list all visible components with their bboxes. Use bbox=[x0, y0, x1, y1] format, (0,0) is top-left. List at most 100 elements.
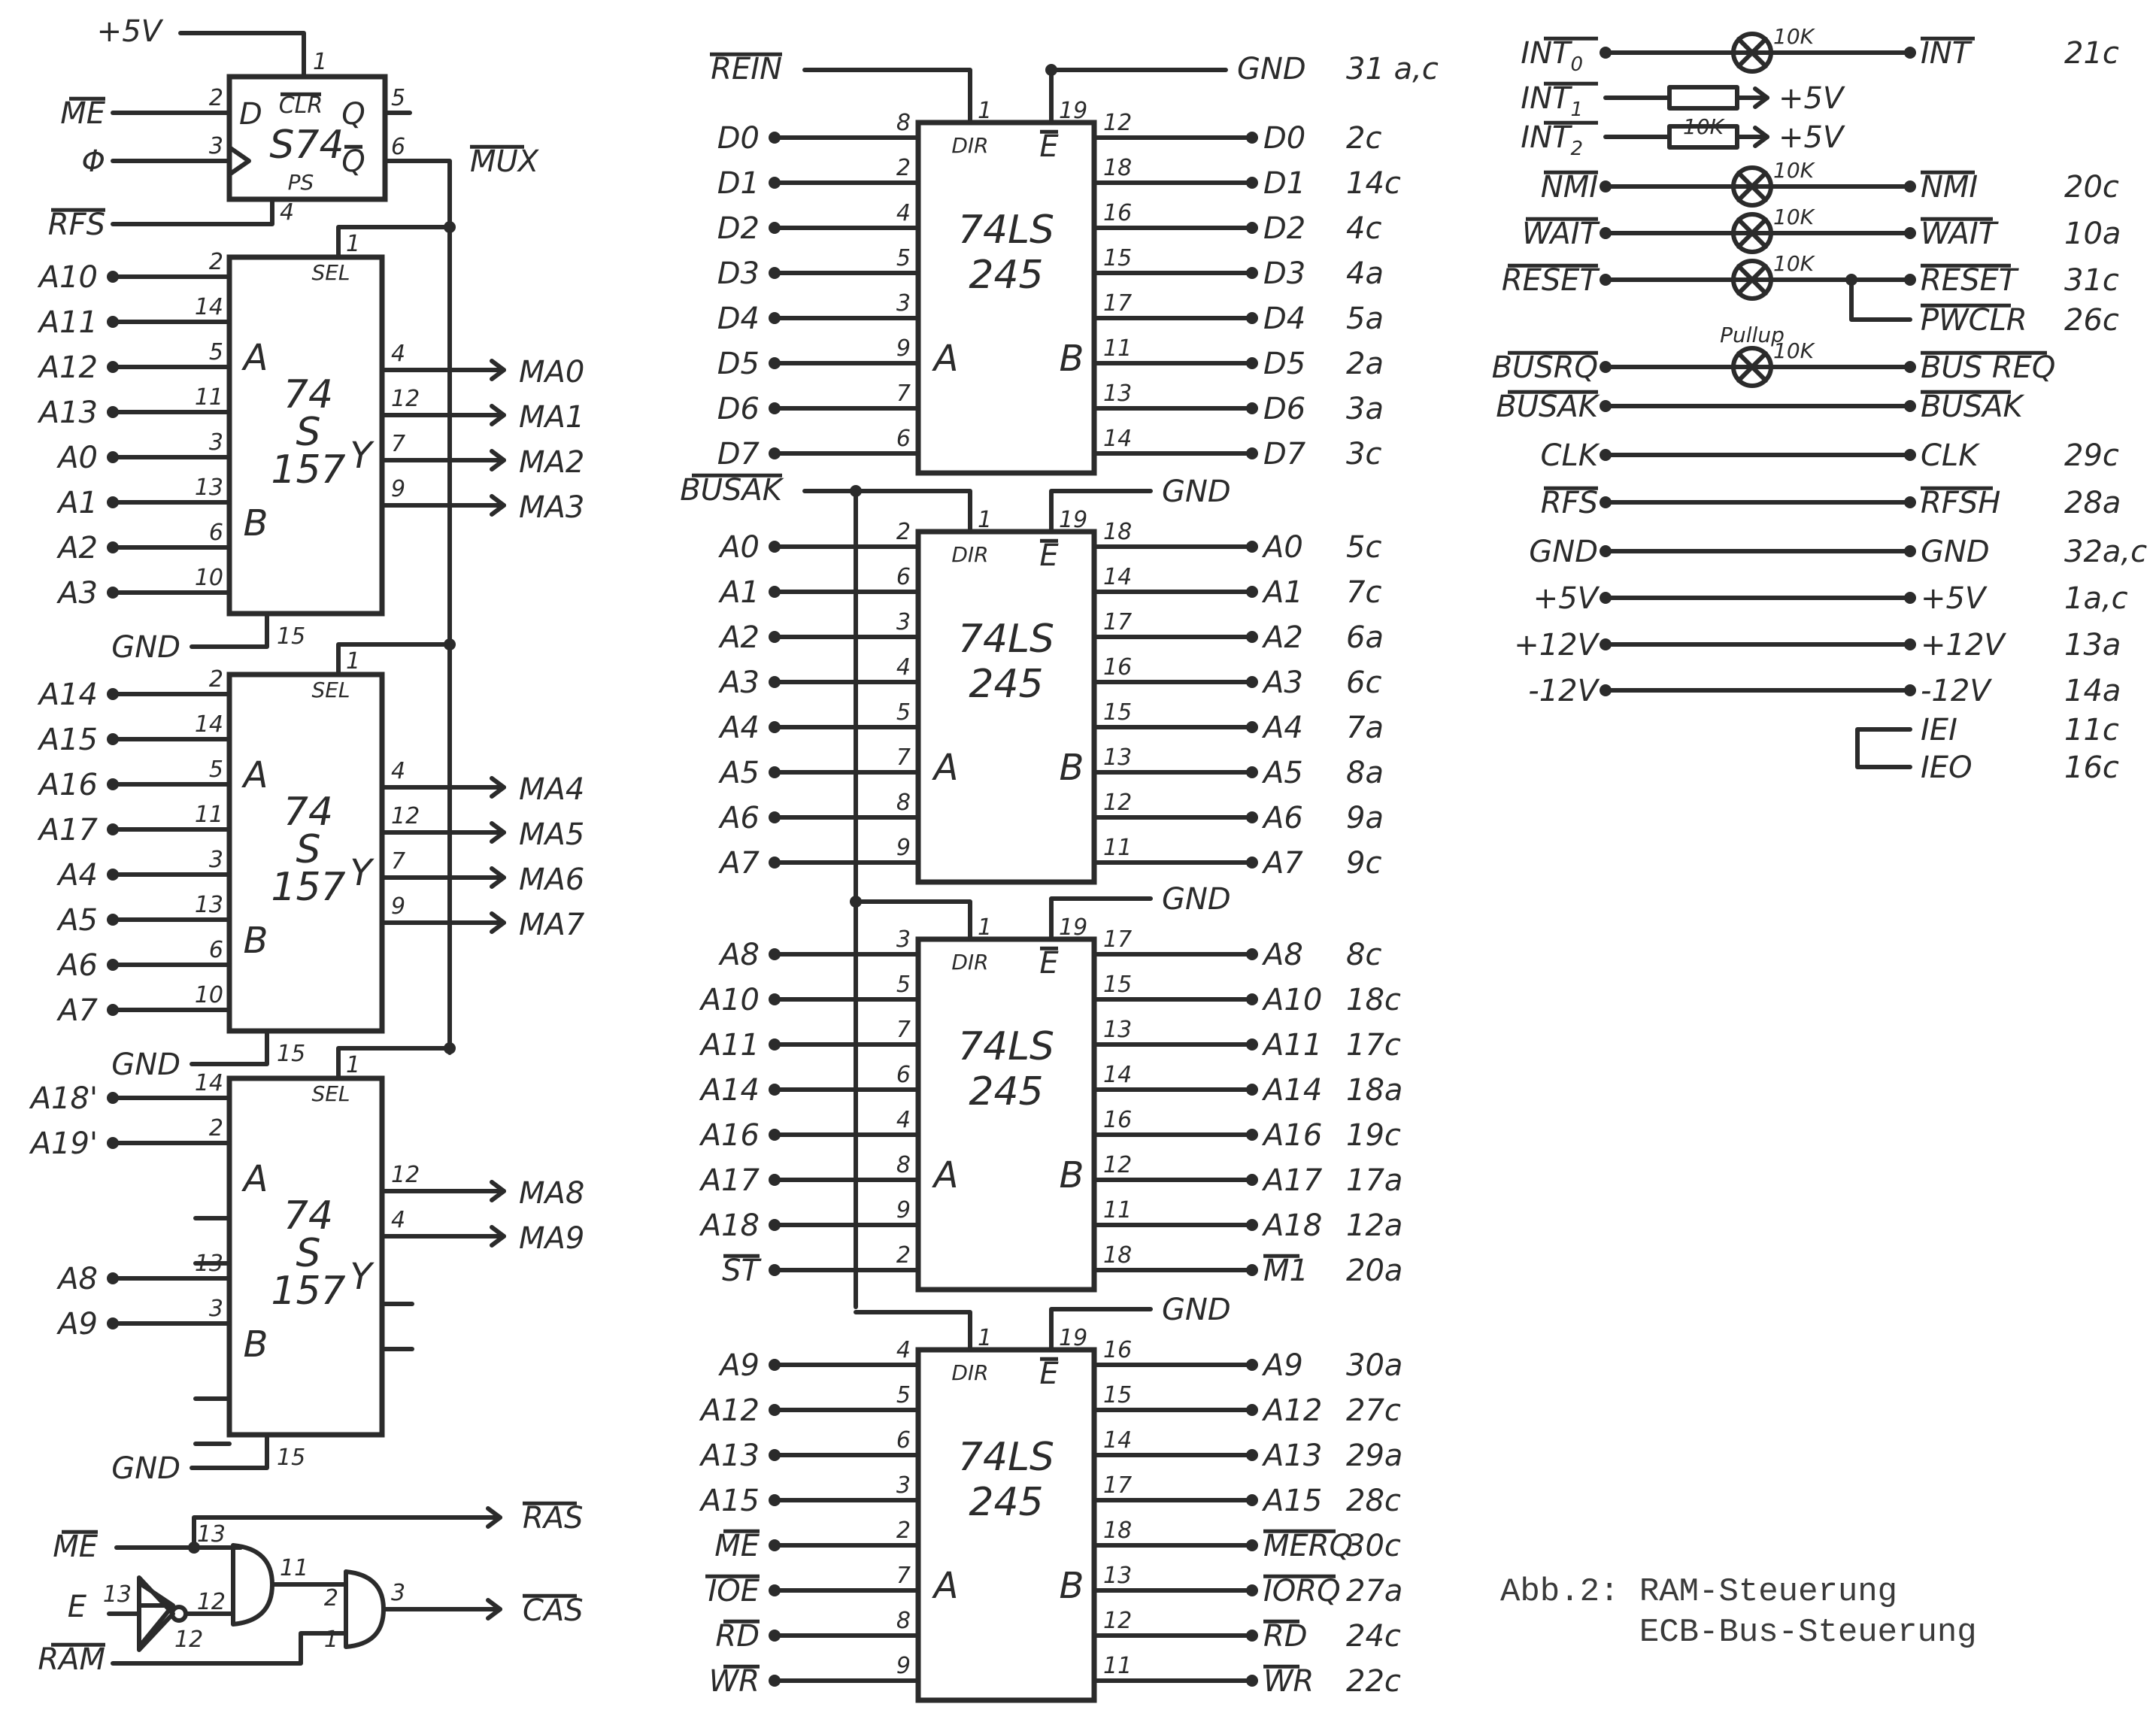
a-side-signal: D6 bbox=[717, 392, 760, 426]
iei-ieo-loop bbox=[1855, 727, 1912, 769]
bus-output-signal: GND bbox=[1921, 535, 1990, 569]
terminal-dot bbox=[107, 541, 119, 553]
connector-pin: 2a bbox=[1346, 347, 1384, 381]
a-side-signal: D5 bbox=[717, 347, 760, 381]
pin-number: 2 bbox=[209, 666, 223, 693]
bus-input-signal: +5V bbox=[1533, 581, 1600, 616]
qbar-label: Q bbox=[341, 144, 365, 179]
input-signal: A8 bbox=[56, 1262, 98, 1296]
b-side-signal: MERQ bbox=[1263, 1529, 1353, 1563]
dir-signal: REIN bbox=[711, 52, 782, 86]
connector-pin: 3a bbox=[1346, 392, 1384, 426]
pin-number: 2 bbox=[896, 155, 911, 181]
b-side-signal: A9 bbox=[1261, 1348, 1303, 1383]
terminal-dot bbox=[1246, 948, 1258, 960]
bus-output-signal: +5V bbox=[1778, 81, 1845, 116]
terminal-dot bbox=[769, 1584, 781, 1596]
pin-number: 5 bbox=[896, 699, 911, 726]
resistor-value: 10K bbox=[1773, 251, 1816, 276]
output-signal: MA3 bbox=[519, 490, 584, 525]
terminal-dot bbox=[1600, 592, 1612, 604]
pin-number: 11 bbox=[280, 1555, 308, 1581]
arrow-head-icon bbox=[490, 1180, 506, 1202]
pin-number: 14 bbox=[195, 294, 223, 320]
connector-pin: 29c bbox=[2064, 438, 2119, 473]
bus-signal-row: INT2+5V bbox=[1521, 120, 1845, 160]
pin-number: 18 bbox=[1103, 519, 1132, 545]
pullup-resistor-icon bbox=[1731, 32, 1773, 74]
a-side-signal: D1 bbox=[717, 166, 760, 201]
pin-number: 12 bbox=[391, 386, 420, 412]
group-a-label: A bbox=[241, 1158, 268, 1200]
terminal-dot bbox=[769, 132, 781, 144]
figure-caption: Abb.2: RAM-Steuerung ECB-Bus-Steuerung bbox=[1500, 1572, 1977, 1653]
output-signal: MA9 bbox=[519, 1221, 584, 1256]
terminal-dot bbox=[107, 587, 119, 599]
pullup-resistor-icon bbox=[1736, 264, 1768, 296]
terminal-dot bbox=[769, 1174, 781, 1186]
terminal-dot bbox=[1246, 177, 1258, 189]
pin-number: 7 bbox=[896, 380, 911, 407]
connector-pin: 20c bbox=[2064, 170, 2119, 205]
a-side-signal: ST bbox=[722, 1254, 762, 1288]
side-a-label: A bbox=[932, 1154, 959, 1196]
pin-number: 16 bbox=[1103, 200, 1132, 226]
terminal-dot bbox=[769, 766, 781, 778]
sel-label: SEL bbox=[311, 1081, 350, 1106]
pin-number: 6 bbox=[391, 134, 405, 160]
pin-number: 13 bbox=[1103, 380, 1132, 407]
pin-number: 9 bbox=[896, 1197, 911, 1223]
terminal-dot bbox=[1246, 541, 1258, 553]
connector-pin: 30a bbox=[1346, 1348, 1402, 1383]
gnd-wire bbox=[190, 611, 269, 649]
terminal-dot bbox=[1246, 586, 1258, 598]
arrow-head-icon bbox=[490, 911, 506, 934]
enable-wire bbox=[1049, 489, 1153, 534]
pin-number: 1 bbox=[978, 98, 992, 124]
junction-dot bbox=[444, 1042, 456, 1054]
b-side-signal: A13 bbox=[1261, 1439, 1322, 1473]
terminal-dot bbox=[107, 778, 119, 790]
vcc-label: +5V bbox=[97, 14, 164, 49]
terminal-dot bbox=[1600, 638, 1612, 650]
dir-wire bbox=[854, 899, 972, 941]
b-side-signal: A3 bbox=[1261, 665, 1303, 700]
b-side-signal: D1 bbox=[1263, 166, 1305, 201]
group-y-label: Y bbox=[350, 1256, 374, 1298]
pin-number: 12 bbox=[391, 1162, 420, 1188]
a-side-signal: A2 bbox=[717, 620, 760, 655]
pin-number: 18 bbox=[1103, 155, 1132, 181]
pin-number: 5 bbox=[209, 339, 223, 365]
pin-number: 11 bbox=[1103, 835, 1132, 861]
input-signal: A6 bbox=[56, 948, 98, 983]
a-side-signal: A5 bbox=[717, 756, 760, 790]
pin-number: 1 bbox=[978, 507, 992, 533]
pin-number: 1 bbox=[346, 1052, 360, 1078]
connector-pin: 12a bbox=[1346, 1208, 1402, 1243]
terminal-dot bbox=[1904, 545, 1916, 557]
connector-pin: 30c bbox=[1346, 1529, 1401, 1563]
output-signal: MA4 bbox=[519, 772, 584, 807]
terminal-dot bbox=[1246, 811, 1258, 823]
side-a-label: A bbox=[932, 1565, 959, 1607]
pin-number: 4 bbox=[391, 1207, 405, 1233]
e-label: E bbox=[1039, 538, 1059, 573]
terminal-dot bbox=[1904, 361, 1916, 373]
pin-number: 13 bbox=[103, 1581, 132, 1608]
terminal-dot bbox=[1904, 180, 1916, 193]
connector-pin: 18c bbox=[1346, 983, 1401, 1017]
input-signal-2: RFS bbox=[48, 208, 105, 242]
input-signal: A18' bbox=[29, 1081, 98, 1116]
pin-number: 19 bbox=[1059, 98, 1087, 124]
pin-number: 13 bbox=[1103, 1563, 1132, 1589]
terminal-dot bbox=[769, 1404, 781, 1416]
pin-number: 17 bbox=[1103, 609, 1132, 635]
connector-pin: 19c bbox=[1346, 1118, 1401, 1153]
pin-number: 8 bbox=[896, 110, 911, 136]
b-side-signal: A6 bbox=[1261, 801, 1303, 835]
connector-pin: 24c bbox=[1346, 1619, 1401, 1654]
